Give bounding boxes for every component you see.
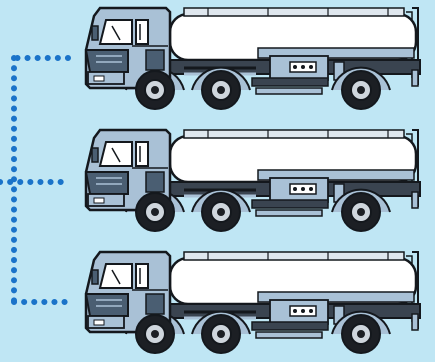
connector-lines [0, 58, 68, 302]
tanker-truck-3 [86, 252, 420, 353]
tanker-truck-2 [86, 130, 420, 231]
tanker-truck-1 [86, 8, 420, 109]
